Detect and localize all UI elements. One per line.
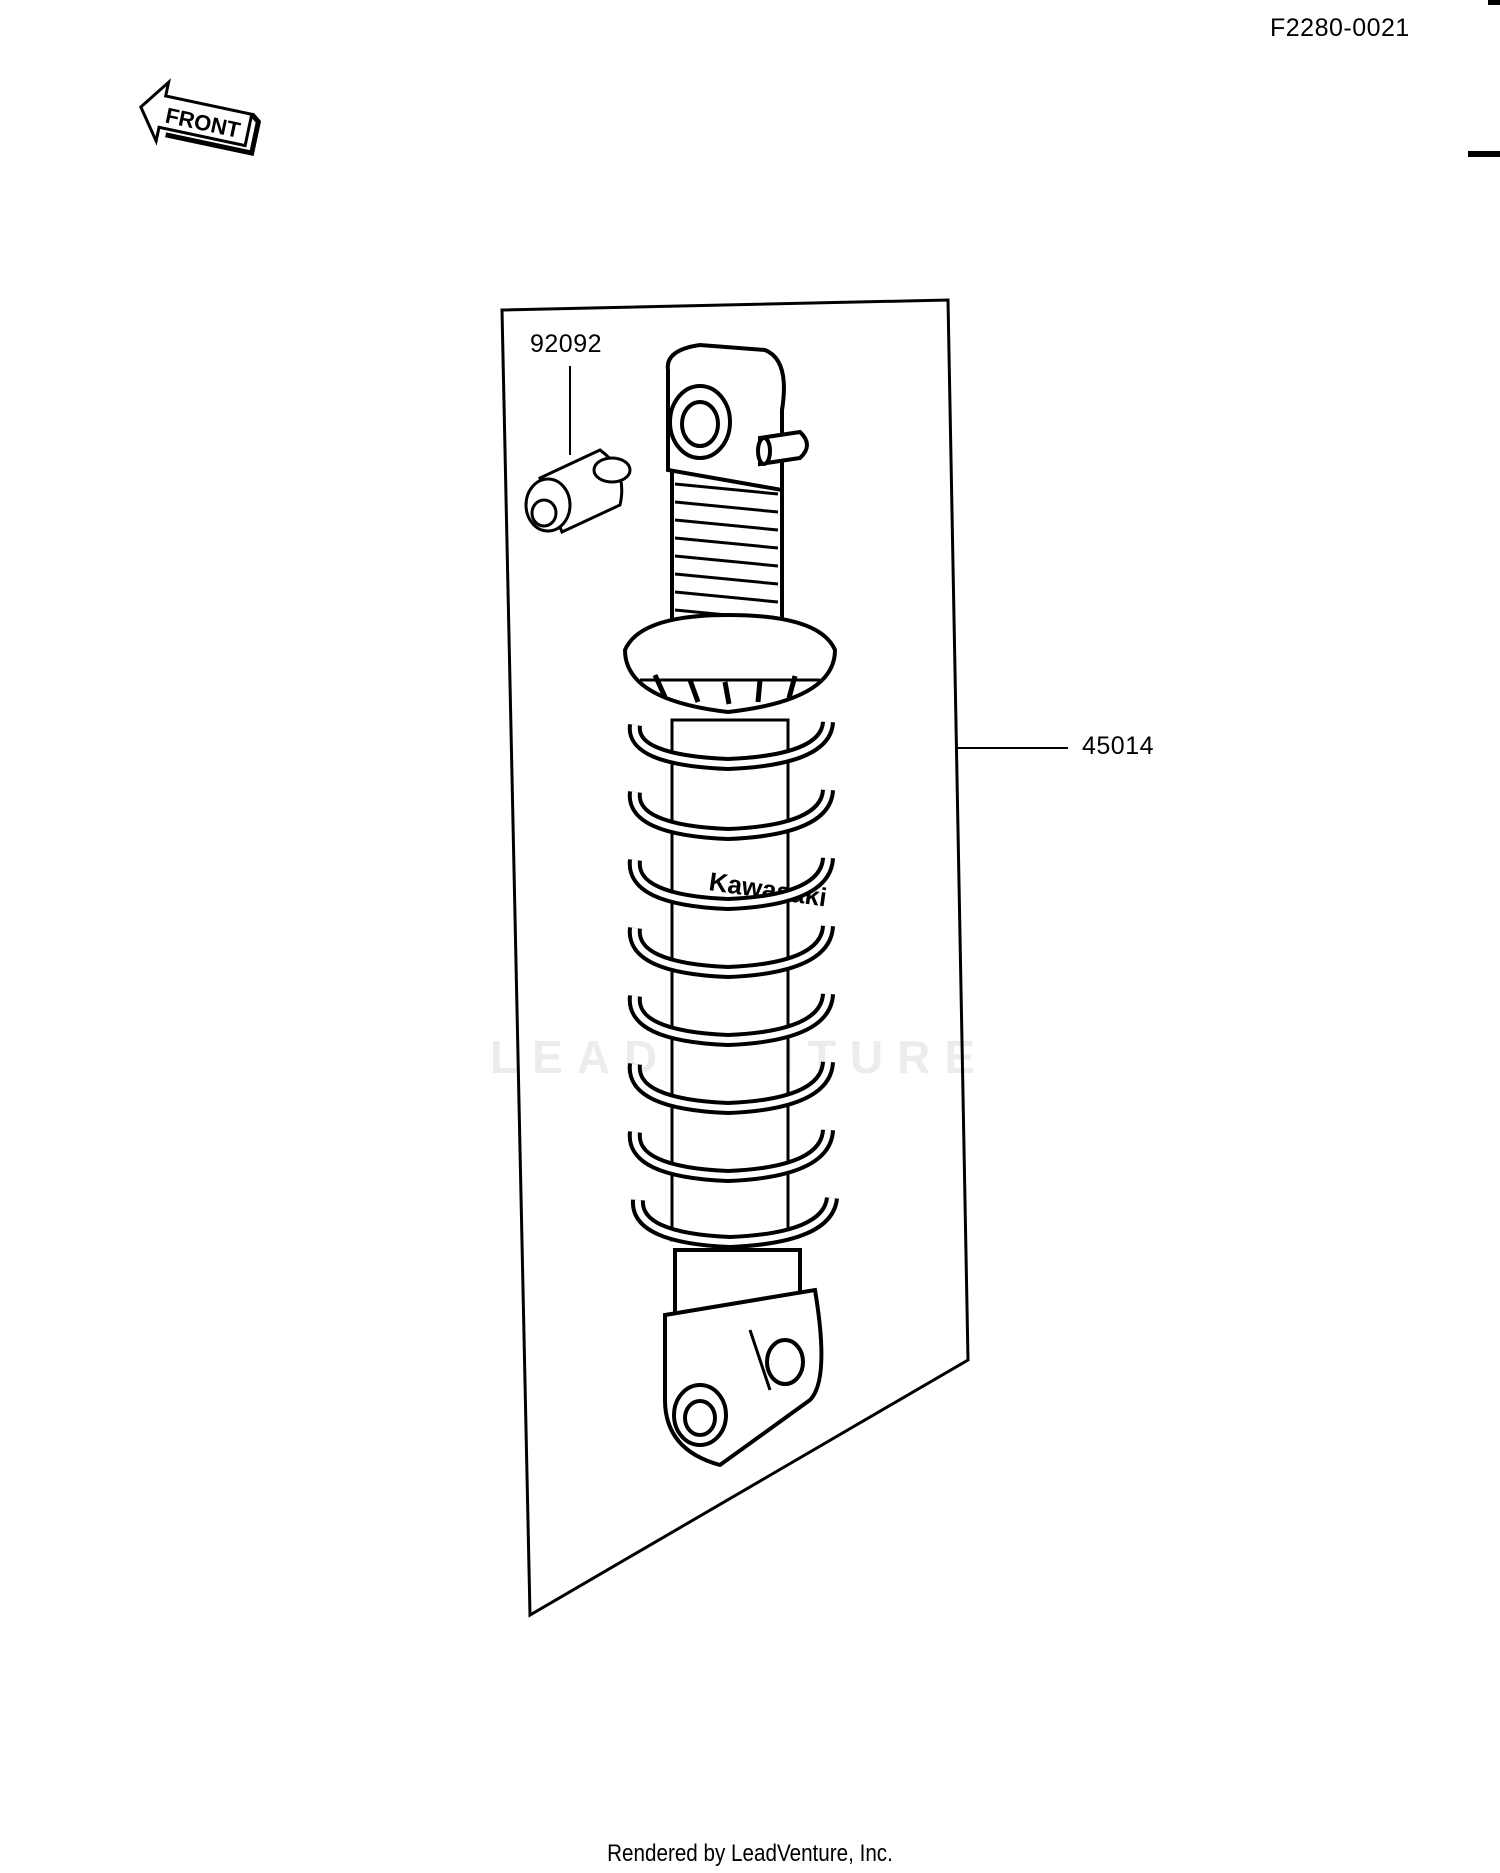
part-number-92092[interactable]: 92092 bbox=[530, 330, 603, 358]
figure-code: F2280-0021 bbox=[1270, 14, 1410, 42]
part-number-45014[interactable]: 45014 bbox=[1082, 732, 1155, 760]
footer-credit: Rendered by LeadVenture, Inc. bbox=[607, 1840, 893, 1867]
shock-absorber-part: Kawasaki bbox=[622, 342, 839, 1468]
parts-panel bbox=[500, 298, 970, 1618]
front-arrow-icon: FRONT bbox=[139, 78, 262, 157]
bushing-part bbox=[524, 366, 632, 535]
